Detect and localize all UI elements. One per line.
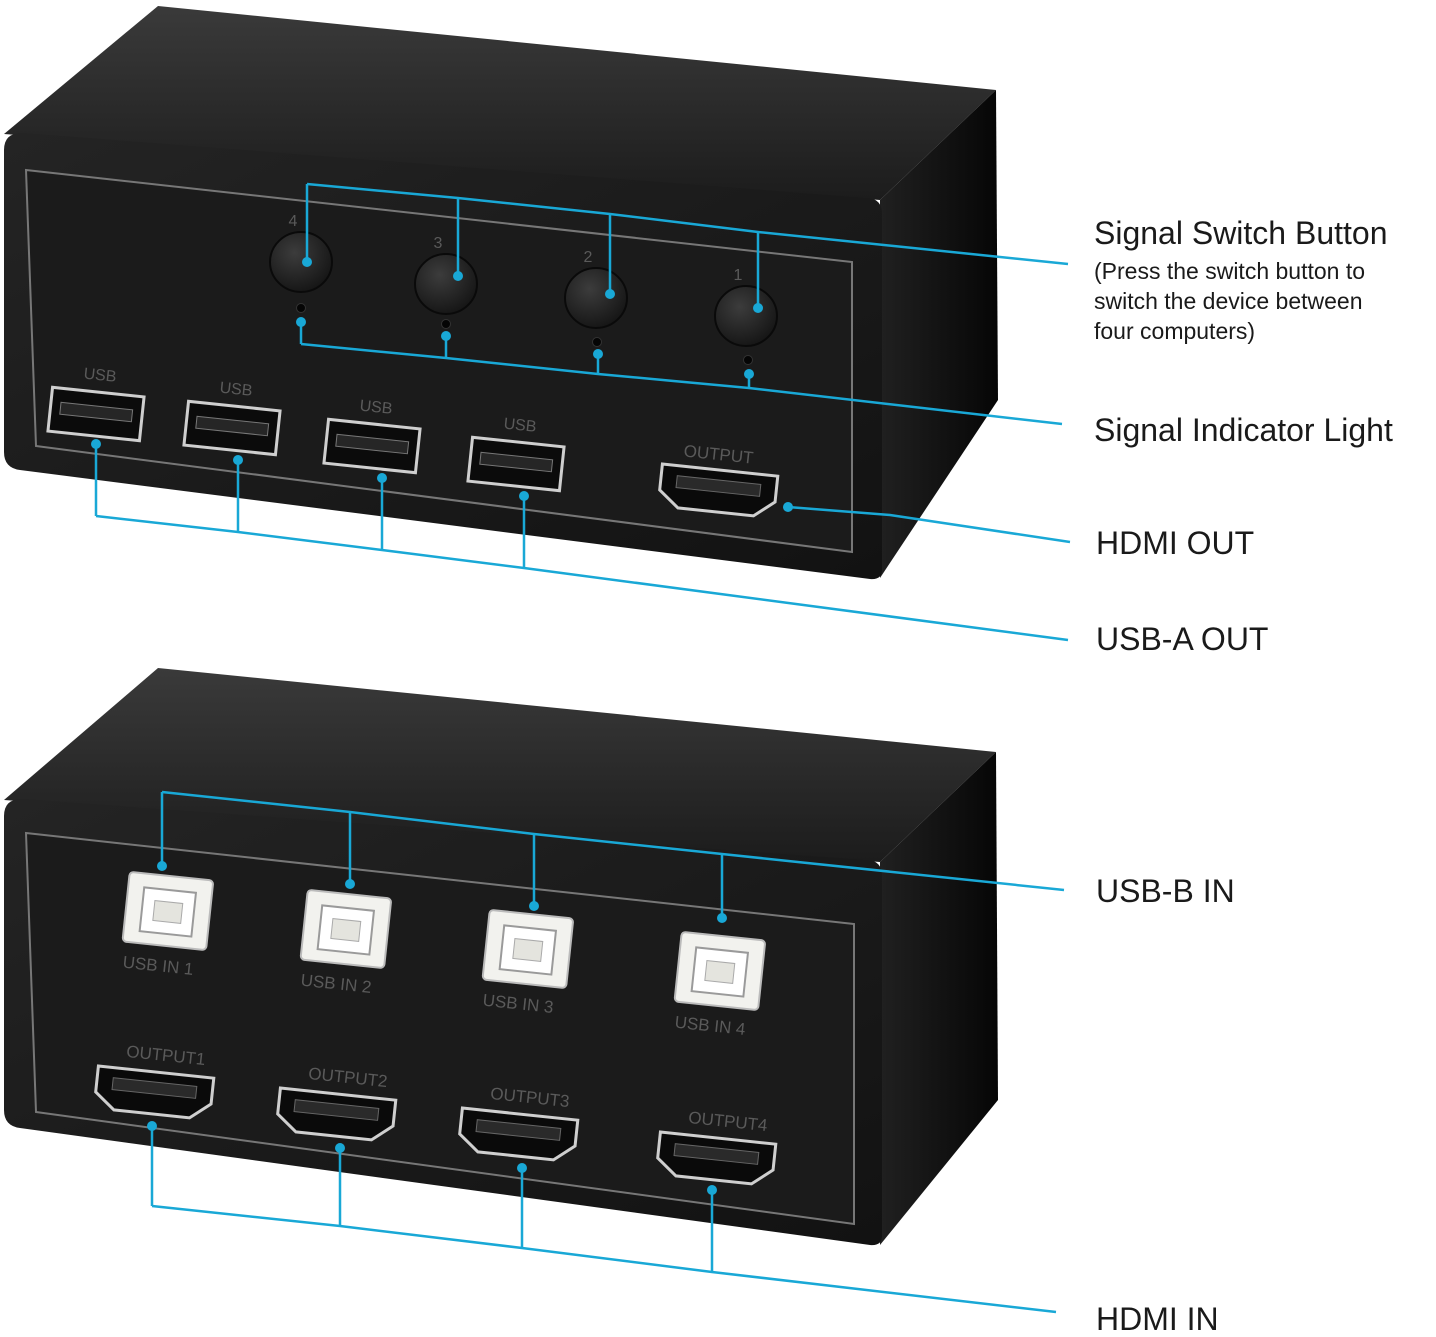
usb-a-tongue [335, 433, 410, 455]
usb-b-port[interactable]: USB IN 1 [119, 871, 214, 980]
callout-switch-note-2: switch the device between [1094, 288, 1363, 314]
signal-indicator-led [743, 355, 753, 365]
usb-a-port[interactable]: USB [46, 362, 147, 443]
top-unit-side-face [880, 90, 998, 578]
usb-a-tongue [195, 415, 270, 437]
hdmi-tongue [111, 1077, 198, 1099]
bottom-unit-side-face [880, 752, 998, 1245]
usb-a-port[interactable]: USB [466, 412, 567, 493]
callout-switch-note-3: four computers) [1094, 318, 1255, 344]
usb-b-tongue [330, 918, 362, 942]
switch-button-number: 2 [584, 249, 593, 266]
usb-a-port[interactable]: USB [322, 394, 423, 475]
leader-hdmi-out [787, 505, 1071, 544]
top-unit-front-panel [24, 168, 853, 554]
usb-b-tongue [704, 960, 736, 984]
usb-a-port-label: USB [503, 416, 538, 436]
leader-lines [94, 182, 1071, 1314]
callout-usb-a-out: USB-A OUT [1096, 621, 1268, 657]
usb-a-tongue [479, 451, 554, 473]
switch-button-number: 3 [434, 235, 443, 252]
switch-buttons: 4 3 2 1 [269, 213, 778, 365]
signal-indicator-led [441, 319, 451, 329]
leader-hdmi-in-bus [151, 1204, 1057, 1314]
switch-button-4[interactable]: 4 [269, 213, 333, 293]
hdmi-tongue [673, 1143, 760, 1165]
callout-usb-b-in: USB-B IN [1096, 873, 1235, 909]
leader-endpoints [91, 257, 793, 1195]
callout-hdmi-in: HDMI IN [1096, 1301, 1219, 1337]
switch-button-cap[interactable] [269, 231, 333, 293]
switch-button-1[interactable]: 1 [714, 267, 778, 347]
usb-b-port[interactable]: USB IN 4 [671, 931, 766, 1040]
usb-a-port-label: USB [219, 380, 254, 400]
switch-button-number: 1 [734, 267, 743, 284]
bottom-unit-top-face [4, 668, 996, 862]
switch-button-3[interactable]: 3 [414, 235, 478, 315]
usb-b-tongue [152, 900, 184, 924]
usb-a-port-label: USB [83, 366, 118, 386]
hdmi-tongue [293, 1099, 380, 1121]
callout-signal-indicator-light: Signal Indicator Light [1094, 412, 1393, 448]
switch-button-cap[interactable] [564, 267, 628, 329]
switch-button-number: 4 [289, 213, 298, 230]
hdmi-tongue [475, 1119, 562, 1141]
switch-button-cap[interactable] [414, 253, 478, 315]
switch-button-cap[interactable] [714, 285, 778, 347]
signal-indicator-led [592, 337, 602, 347]
usb-a-port-label: USB [359, 398, 394, 418]
bottom-unit-front-panel [24, 831, 855, 1226]
signal-indicator-led [296, 303, 306, 313]
usb-a-tongue [59, 401, 134, 423]
usb-a-port[interactable]: USB [182, 376, 283, 457]
callout-hdmi-out: HDMI OUT [1096, 525, 1254, 561]
usb-b-tongue [512, 938, 544, 962]
callout-labels: Signal Switch Button (Press the switch b… [1094, 215, 1393, 1337]
usb-a-ports: USB USB USB USB [46, 362, 567, 493]
callout-switch-note-1: (Press the switch button to [1094, 258, 1365, 284]
switch-button-2[interactable]: 2 [564, 249, 628, 329]
callout-signal-switch-button: Signal Switch Button [1094, 215, 1388, 251]
